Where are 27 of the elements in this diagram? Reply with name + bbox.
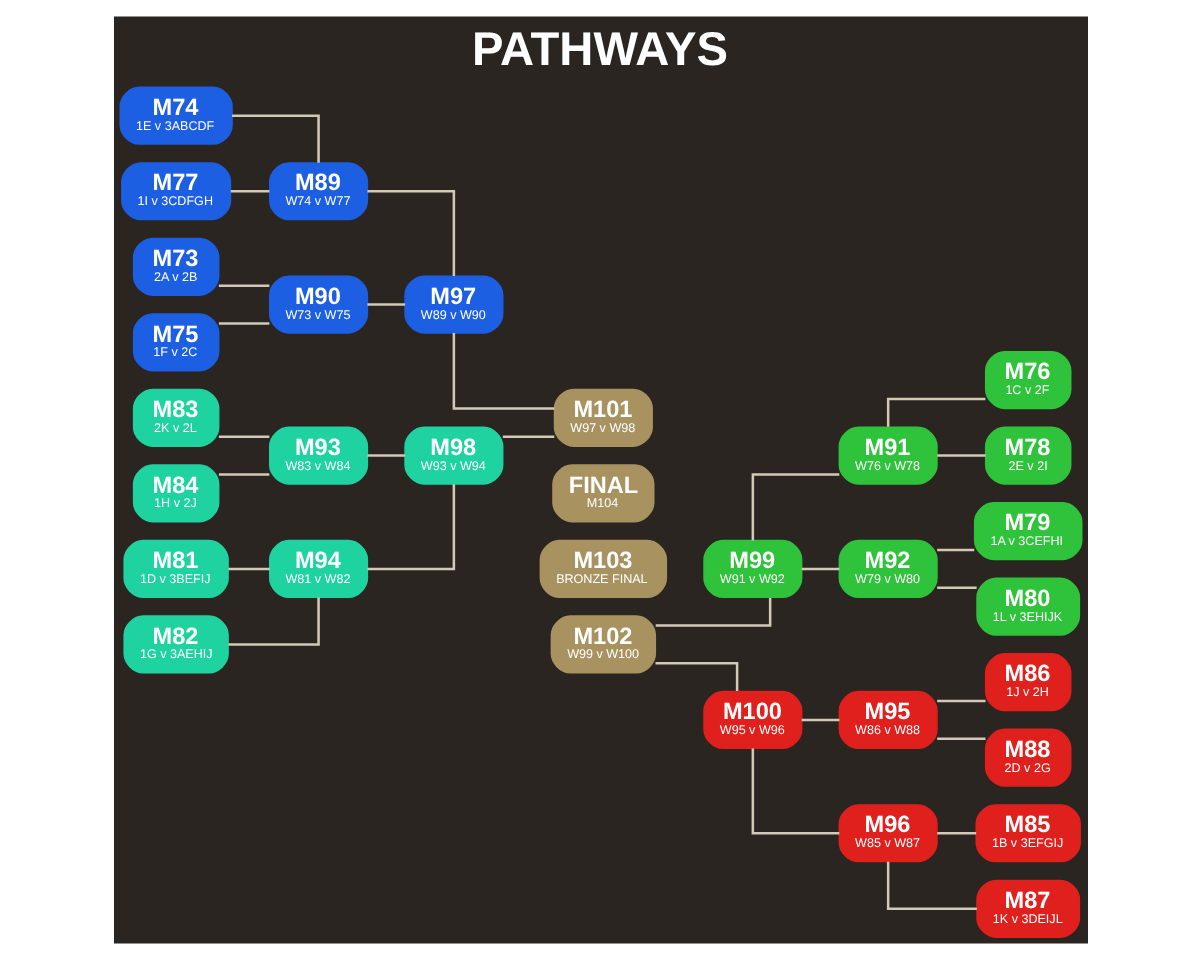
connector [936,454,985,457]
connector [750,748,839,835]
connector [229,190,269,193]
connector [366,454,405,457]
connector [885,861,976,911]
connector [936,586,976,590]
connector [217,322,269,325]
connector [750,473,839,541]
connector [217,435,269,438]
connector [227,567,269,571]
connector [217,284,269,287]
connector [800,718,839,722]
connector [936,548,974,552]
connector [231,114,319,163]
connector [366,190,455,276]
connector [217,473,269,476]
connector [800,567,839,571]
connector [936,737,985,741]
connector [366,303,405,306]
connector [451,332,554,410]
diagram-title: PATHWAYS [470,25,728,78]
connector [366,484,455,571]
connector [501,435,554,438]
connector [227,597,319,646]
connector [654,597,771,627]
connector [936,699,985,703]
connector [936,832,976,835]
